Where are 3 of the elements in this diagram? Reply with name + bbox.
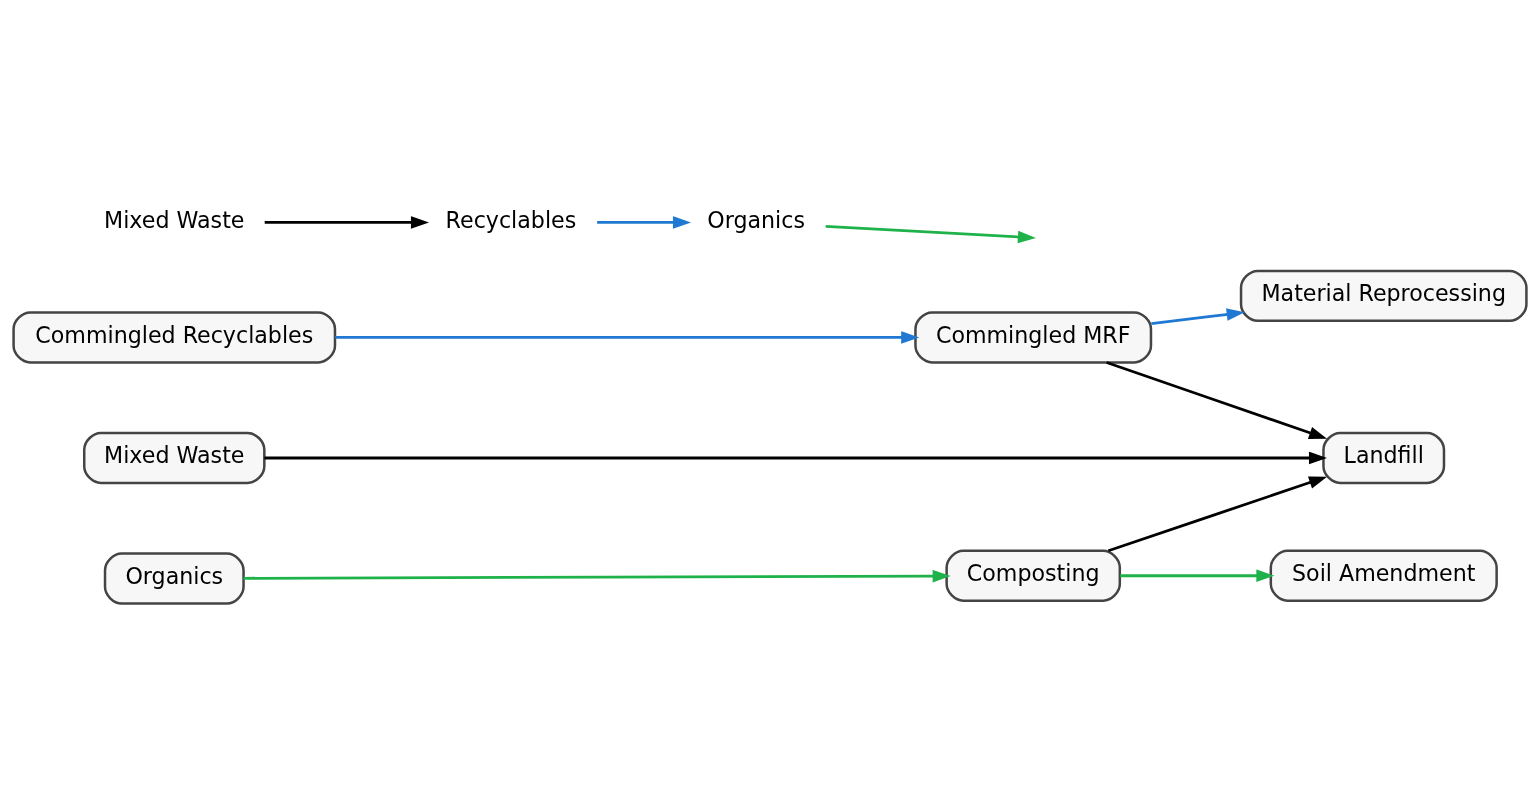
- legend-label: Organics: [707, 206, 806, 233]
- legend-label: Mixed Waste: [104, 206, 245, 233]
- legend-label: Recyclables: [445, 206, 577, 233]
